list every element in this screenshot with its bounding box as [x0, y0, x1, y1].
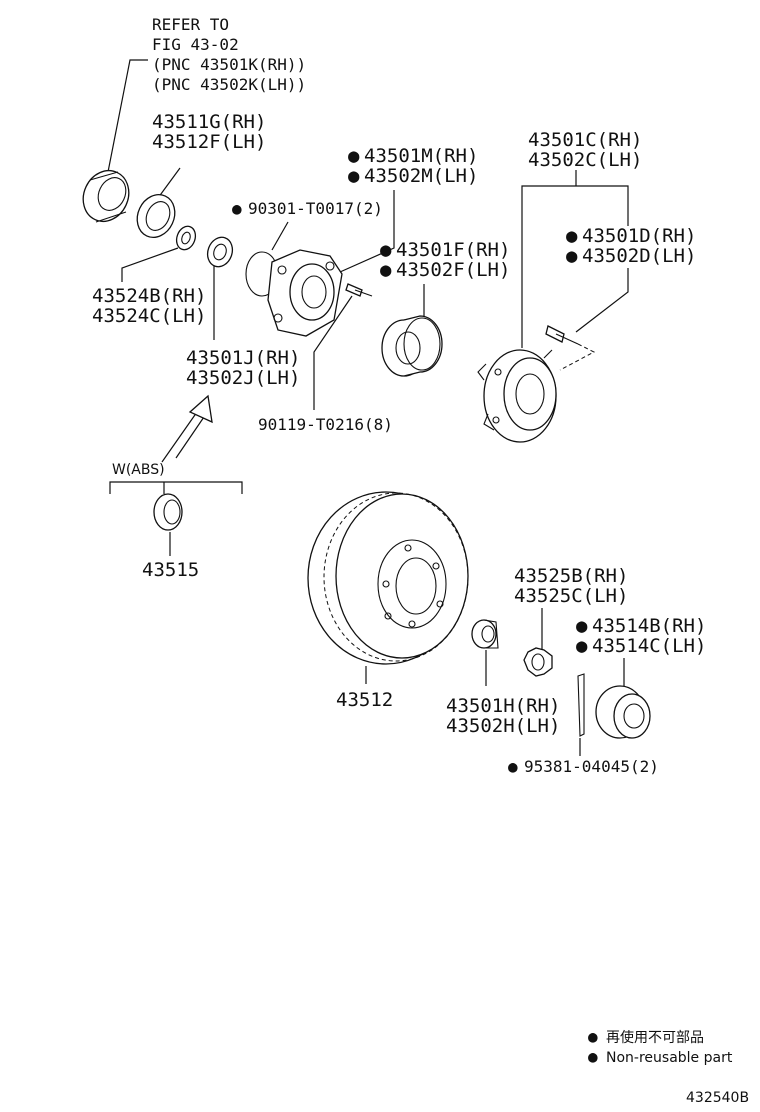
label-43501j: 43501J(RH)	[186, 347, 300, 369]
leader-43524	[121, 247, 179, 282]
label-43502c: 43502C(LH)	[528, 149, 642, 171]
label-43502d: 43502D(LH)	[582, 245, 696, 267]
label-43512: 43512	[336, 689, 393, 711]
label-43512f: 43512F(LH)	[152, 131, 266, 153]
legend-text-jp: 再使用不可部品	[606, 1029, 704, 1046]
marker-95381: ●	[508, 757, 518, 776]
leader-43501c	[521, 170, 629, 348]
label-43501f: 43501F(RH)	[396, 239, 510, 261]
leader-90301	[271, 221, 289, 251]
label-95381: 95381-04045(2)	[524, 757, 659, 776]
label-43502m: 43502M(LH)	[364, 165, 478, 187]
label-43502h: 43502H(LH)	[446, 715, 560, 737]
hub-bolt-part[interactable]	[345, 283, 373, 297]
label-90301: 90301-T0017(2)	[248, 199, 383, 218]
refer-text-3: (PNC 43501K(RH))	[152, 55, 306, 74]
marker-43514b: ●	[576, 615, 588, 637]
label-wabs: W(ABS)	[112, 462, 165, 478]
marker-43501d: ●	[566, 225, 578, 247]
marker-43502d: ●	[566, 245, 578, 267]
label-43514c: 43514C(LH)	[592, 635, 706, 657]
label-43525c: 43525C(LH)	[514, 585, 628, 607]
label-90119: 90119-T0216(8)	[258, 415, 393, 434]
refer-text-4: (PNC 43502K(LH))	[152, 75, 306, 94]
bolt-right-dash	[559, 343, 596, 371]
label-43524b: 43524B(RH)	[92, 285, 206, 307]
axle-hub-part[interactable]	[477, 349, 557, 443]
label-43511g: 43511G(RH)	[152, 111, 266, 133]
hub-bolt-right-part[interactable]	[545, 325, 579, 345]
abs-arrow-shaft-2	[175, 413, 207, 459]
marker-43514c: ●	[576, 635, 588, 657]
leader-43501m	[339, 190, 395, 273]
washer-part[interactable]	[173, 224, 198, 253]
refer-text-1: REFER TO	[152, 15, 229, 34]
wabs-bracket	[109, 481, 243, 494]
legend-marker-en: ●	[588, 1047, 598, 1066]
refer-text-2: FIG 43-02	[152, 35, 239, 54]
cotter-pin-part[interactable]	[577, 673, 585, 737]
legend-marker-jp: ●	[588, 1027, 598, 1046]
marker-43501f: ●	[380, 239, 392, 261]
legend-text-en: Non-reusable part	[606, 1050, 733, 1066]
hub-nut-part[interactable]	[471, 619, 499, 649]
leader-90119	[313, 295, 353, 410]
marker-90301: ●	[232, 199, 242, 218]
label-43515: 43515	[142, 559, 199, 581]
claw-washer-part[interactable]	[204, 234, 237, 270]
label-43501h: 43501H(RH)	[446, 695, 560, 717]
label-43501d: 43501D(RH)	[582, 225, 696, 247]
abs-sensor-ring-part[interactable]	[153, 493, 183, 531]
brake-disc-part[interactable]	[307, 491, 469, 665]
label-43501c: 43501C(RH)	[528, 129, 642, 151]
label-43502f: 43502F(LH)	[396, 259, 510, 281]
leader-43511g	[157, 167, 181, 199]
marker-43502f: ●	[380, 259, 392, 281]
label-43524c: 43524C(LH)	[92, 305, 206, 327]
label-43501m: 43501M(RH)	[364, 145, 478, 167]
hub-bearing-part[interactable]	[381, 315, 443, 377]
marker-43502m: ●	[348, 165, 360, 187]
label-43502j: 43502J(LH)	[186, 367, 300, 389]
abs-arrow-head	[188, 394, 213, 424]
lock-nut-part[interactable]	[523, 647, 553, 677]
hub-assembly-part[interactable]	[267, 249, 343, 337]
figure-code: 432540B	[686, 1090, 749, 1106]
marker-43501m: ●	[348, 145, 360, 167]
outer-seal-part[interactable]	[75, 163, 137, 229]
label-43525b: 43525B(RH)	[514, 565, 628, 587]
bearing-cone-part[interactable]	[130, 188, 181, 243]
label-43514b: 43514B(RH)	[592, 615, 706, 637]
refer-leader	[107, 59, 148, 173]
leader-43501d	[575, 268, 629, 333]
grease-cap-part[interactable]	[595, 685, 651, 739]
